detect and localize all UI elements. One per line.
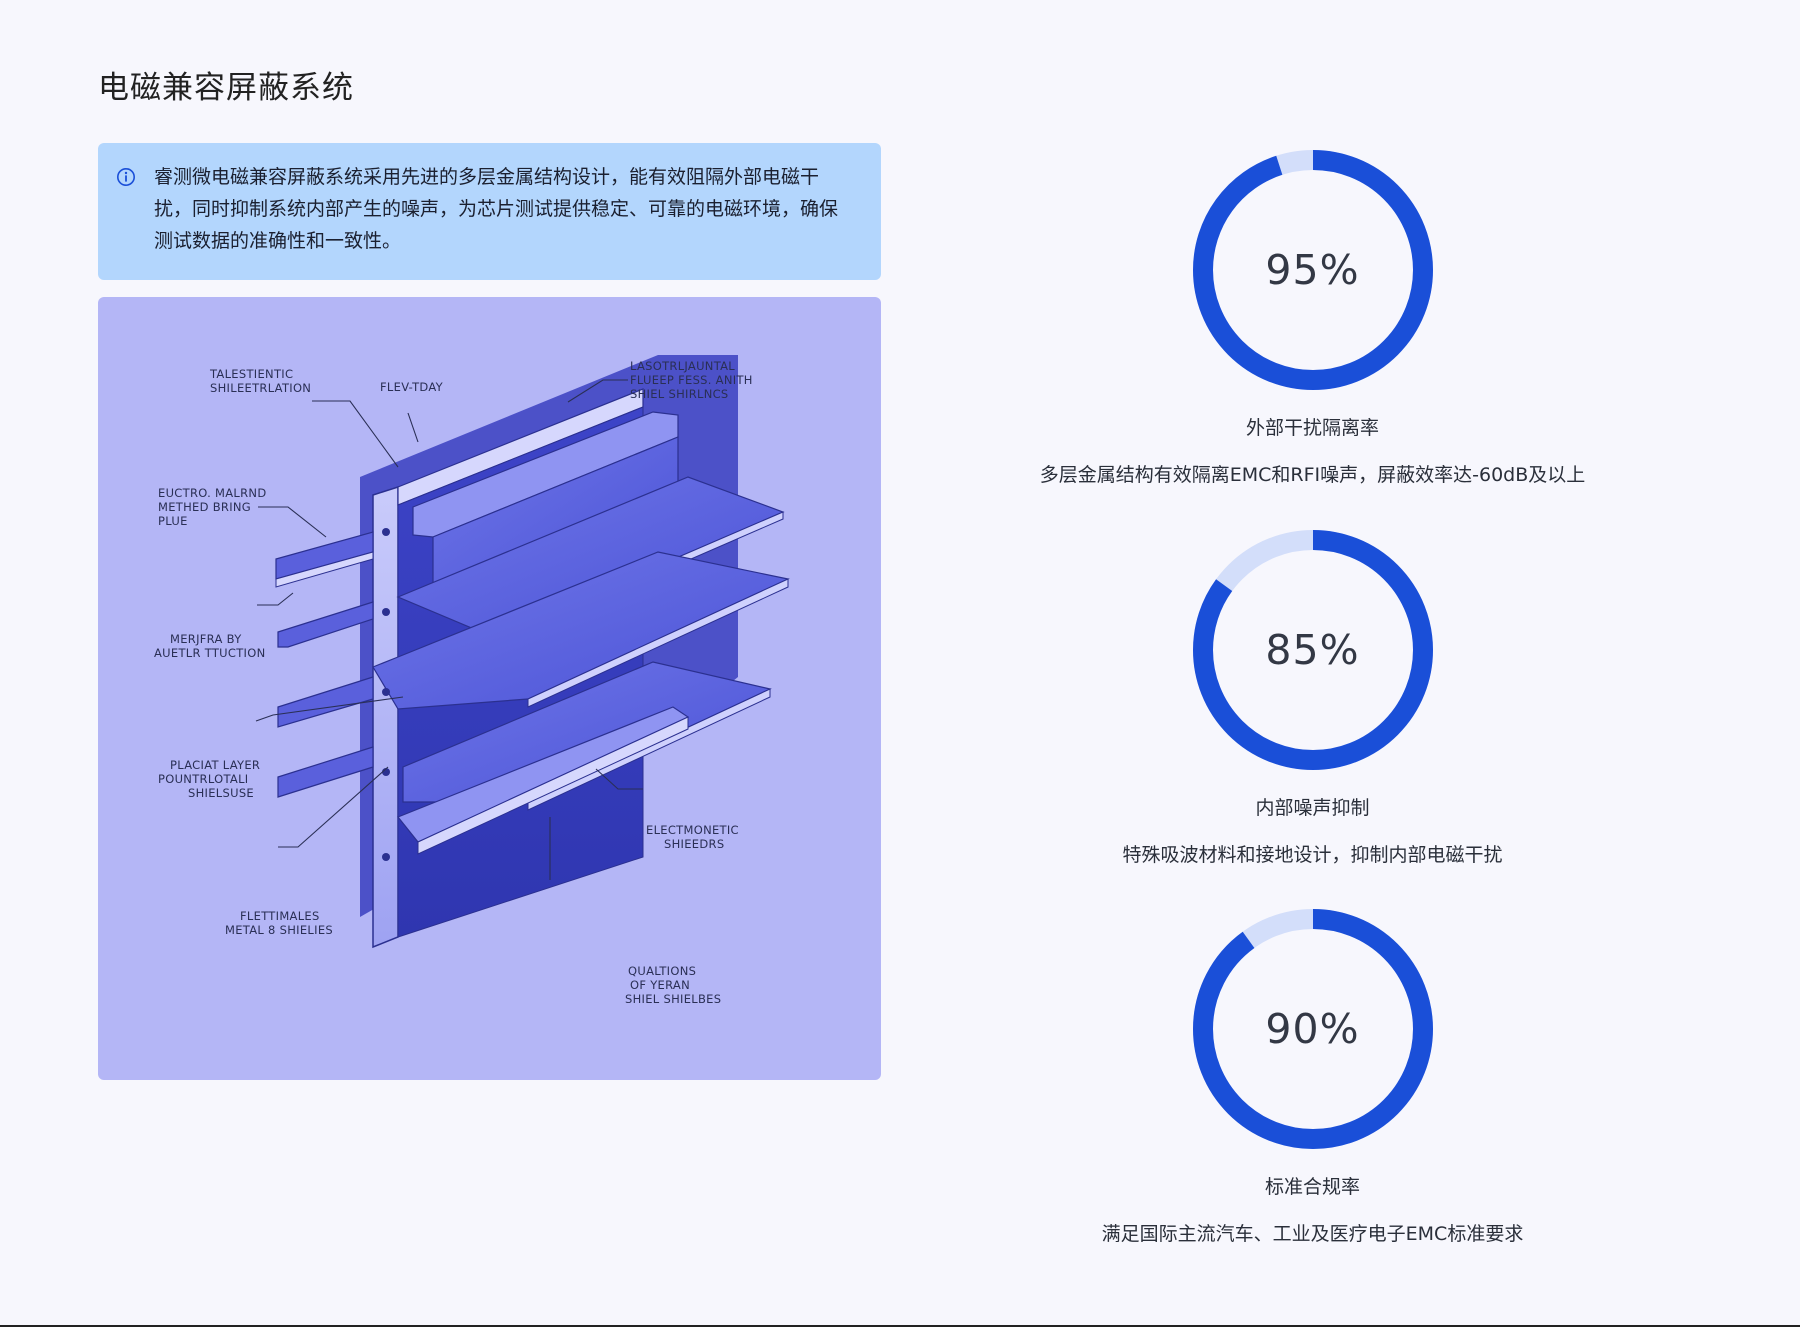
metric-description: 特殊吸波材料和接地设计，抑制内部电磁干扰 — [1122, 844, 1503, 866]
illustration-callouts: TALESTIENTIC SHILEETRLATION FLEV-TDAY LA… — [154, 359, 753, 1006]
info-callout: 睿测微电磁兼容屏蔽系统采用先进的多层金属结构设计，能有效阻隔外部电磁干扰，同时抑… — [98, 143, 881, 280]
page-title: 电磁兼容屏蔽系统 — [98, 70, 354, 106]
callout-4c: PLUE — [158, 514, 188, 528]
metric-description: 满足国际主流汽车、工业及医疗电子EMC标准要求 — [1101, 1223, 1524, 1245]
callout-4a: EUCTRO. MALRND — [158, 486, 266, 500]
bottom-divider — [0, 1325, 1800, 1327]
metric-compliance: 90% 标准合规率 满足国际主流汽车、工业及医疗电子EMC标准要求 — [1000, 904, 1625, 1246]
callout-8b: METAL 8 SHIELIES — [225, 923, 333, 937]
info-text: 睿测微电磁兼容屏蔽系统采用先进的多层金属结构设计，能有效阻隔外部电磁干扰，同时抑… — [154, 166, 839, 252]
callout-9a: QUALTIONS — [628, 964, 696, 978]
metric-label: 外部干扰隔离率 — [1245, 417, 1379, 439]
callout-8a: FLETTIMALES — [240, 909, 320, 923]
callout-7a: ELECTMONETIC — [646, 823, 739, 837]
callout-6a: PLACIAT LAYER — [170, 758, 260, 772]
metric-value: 90% — [1265, 1005, 1360, 1053]
callout-4b: METHED BRING — [158, 500, 251, 514]
metric-description: 多层金属结构有效隔离EMC和RFI噪声，屏蔽效率达-60dB及以上 — [1039, 464, 1586, 486]
metric-value: 95% — [1265, 246, 1360, 294]
callout-3a: LASOTRLJAUNTAL — [630, 359, 735, 373]
metric-label: 标准合规率 — [1264, 1176, 1360, 1198]
callout-6b: POUNTRLOTALI — [158, 772, 248, 786]
metric-internal-noise: 85% 内部噪声抑制 特殊吸波材料和接地设计，抑制内部电磁干扰 — [1000, 525, 1625, 867]
callout-7b: SHIEEDRS — [664, 837, 724, 851]
progress-ring-graphic — [1192, 909, 1433, 1149]
progress-ring: 90% — [1188, 904, 1438, 1154]
progress-ring-graphic — [1192, 530, 1433, 770]
callout-1b: SHILEETRLATION — [210, 381, 311, 395]
callout-5b: AUETLR TTUCTION — [154, 646, 266, 660]
progress-ring: 85% — [1188, 525, 1438, 775]
callout-5a: MERJFRA BY — [170, 632, 242, 646]
metric-label: 内部噪声抑制 — [1255, 797, 1370, 819]
callout-3c: SHIEL SHIRLNCS — [630, 387, 729, 401]
callout-3b: FLUEEP FESS. ANITH — [630, 373, 753, 387]
callout-2: FLEV-TDAY — [380, 380, 444, 394]
info-icon — [117, 168, 135, 186]
metric-value: 85% — [1265, 626, 1360, 674]
progress-ring-graphic — [1192, 150, 1433, 390]
callout-9b: OF YERAN — [630, 978, 690, 992]
callout-1a: TALESTIENTIC — [209, 367, 293, 381]
callout-9c: SHIEL SHIELBES — [625, 992, 721, 1006]
callout-6c: SHIELSUSE — [188, 786, 254, 800]
metric-external-isolation: 95% 外部干扰隔离率 多层金属结构有效隔离EMC和RFI噪声，屏蔽效率达-60… — [1000, 145, 1625, 487]
progress-ring: 95% — [1188, 145, 1438, 395]
shield-structure-illustration: TALESTIENTIC SHILEETRLATION FLEV-TDAY LA… — [98, 297, 881, 1080]
